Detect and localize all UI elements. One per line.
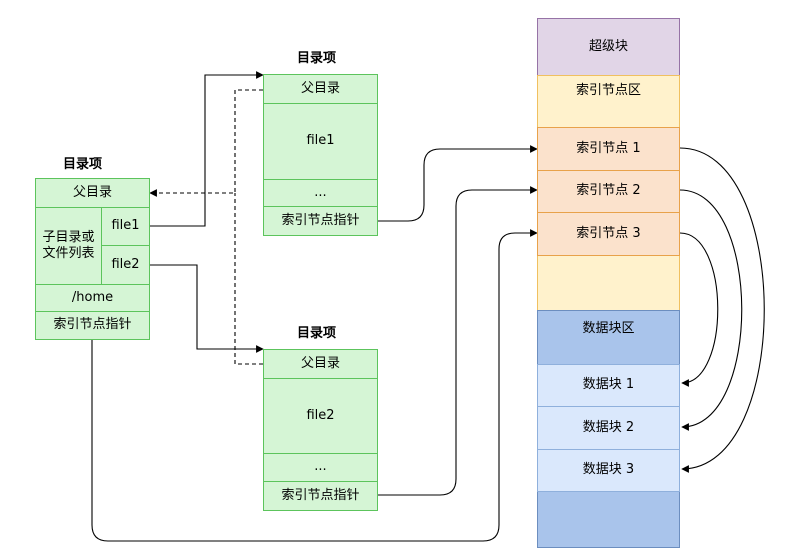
- left-home-cell: /home: [35, 284, 150, 312]
- inode-1: 索引节点 1: [537, 127, 680, 171]
- upper-file-cell: file1: [263, 103, 378, 180]
- data-block-2: 数据块 2: [537, 406, 680, 450]
- lower-parent-cell: 父目录: [263, 349, 378, 379]
- lower-inode-pointer-cell: 索引节点指针: [263, 481, 378, 511]
- data-block-3: 数据块 3: [537, 449, 680, 492]
- arrow-file2-to-entry: [149, 264, 264, 353]
- left-file1-cell: file1: [101, 207, 150, 246]
- upper-entry-title: 目录项: [297, 51, 337, 66]
- arrow-upper-ptr-to-inode1: [377, 145, 538, 222]
- upper-parent-cell: 父目录: [263, 74, 378, 104]
- arrow-inode1-to-block3: [679, 147, 765, 473]
- left-file2-cell: file2: [101, 245, 150, 285]
- arrow-parent-dashed-upper: [149, 89, 263, 197]
- left-children-label: 子目录或 文件列表: [35, 207, 102, 285]
- left-entry-title: 目录项: [63, 157, 103, 172]
- superblock: 超级块: [537, 18, 680, 76]
- upper-inode-pointer-cell: 索引节点指针: [263, 206, 378, 236]
- left-parent-cell: 父目录: [35, 178, 150, 208]
- arrow-parent-dashed-lower: [234, 193, 263, 365]
- inode-3: 索引节点 3: [537, 212, 680, 256]
- lower-ellipsis-cell: ...: [263, 453, 378, 482]
- arrow-lower-ptr-to-inode2: [377, 186, 538, 496]
- data-block-1: 数据块 1: [537, 364, 680, 407]
- upper-ellipsis-cell: ...: [263, 179, 378, 207]
- arrow-file1-to-entry: [149, 71, 264, 227]
- arrow-inode3-to-block1: [679, 232, 719, 387]
- lower-entry-title: 目录项: [297, 326, 337, 341]
- inode-2: 索引节点 2: [537, 170, 680, 213]
- arrow-left-ptr-to-inode3: [91, 229, 538, 542]
- arrow-inode2-to-block2: [679, 189, 743, 431]
- lower-file-cell: file2: [263, 378, 378, 454]
- left-inode-pointer-cell: 索引节点指针: [35, 311, 150, 340]
